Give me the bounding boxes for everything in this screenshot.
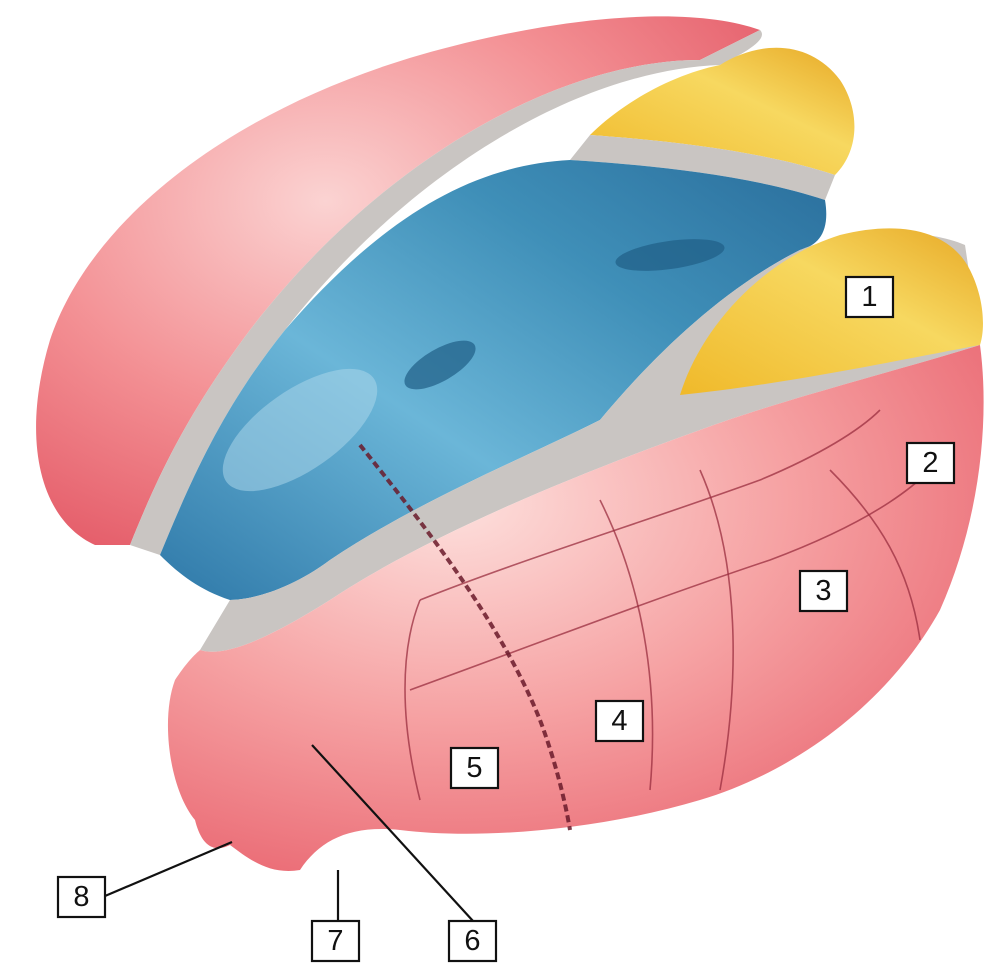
label-5: 5 [451, 748, 498, 788]
label-8-text: 8 [73, 881, 89, 913]
label-1-text: 1 [861, 281, 877, 313]
label-7: 7 [312, 921, 359, 961]
label-4-text: 4 [611, 705, 627, 737]
label-3-text: 3 [815, 575, 831, 607]
label-5-text: 5 [466, 752, 482, 784]
label-6: 6 [449, 921, 496, 961]
label-4: 4 [596, 701, 643, 741]
label-3: 3 [800, 571, 847, 611]
label-2-text: 2 [922, 447, 938, 479]
label-2: 2 [907, 443, 954, 483]
label-6-text: 6 [464, 925, 480, 957]
label-8: 8 [58, 877, 105, 917]
leader-line-8 [105, 842, 232, 896]
label-1: 1 [846, 277, 893, 317]
label-7-text: 7 [327, 925, 343, 957]
